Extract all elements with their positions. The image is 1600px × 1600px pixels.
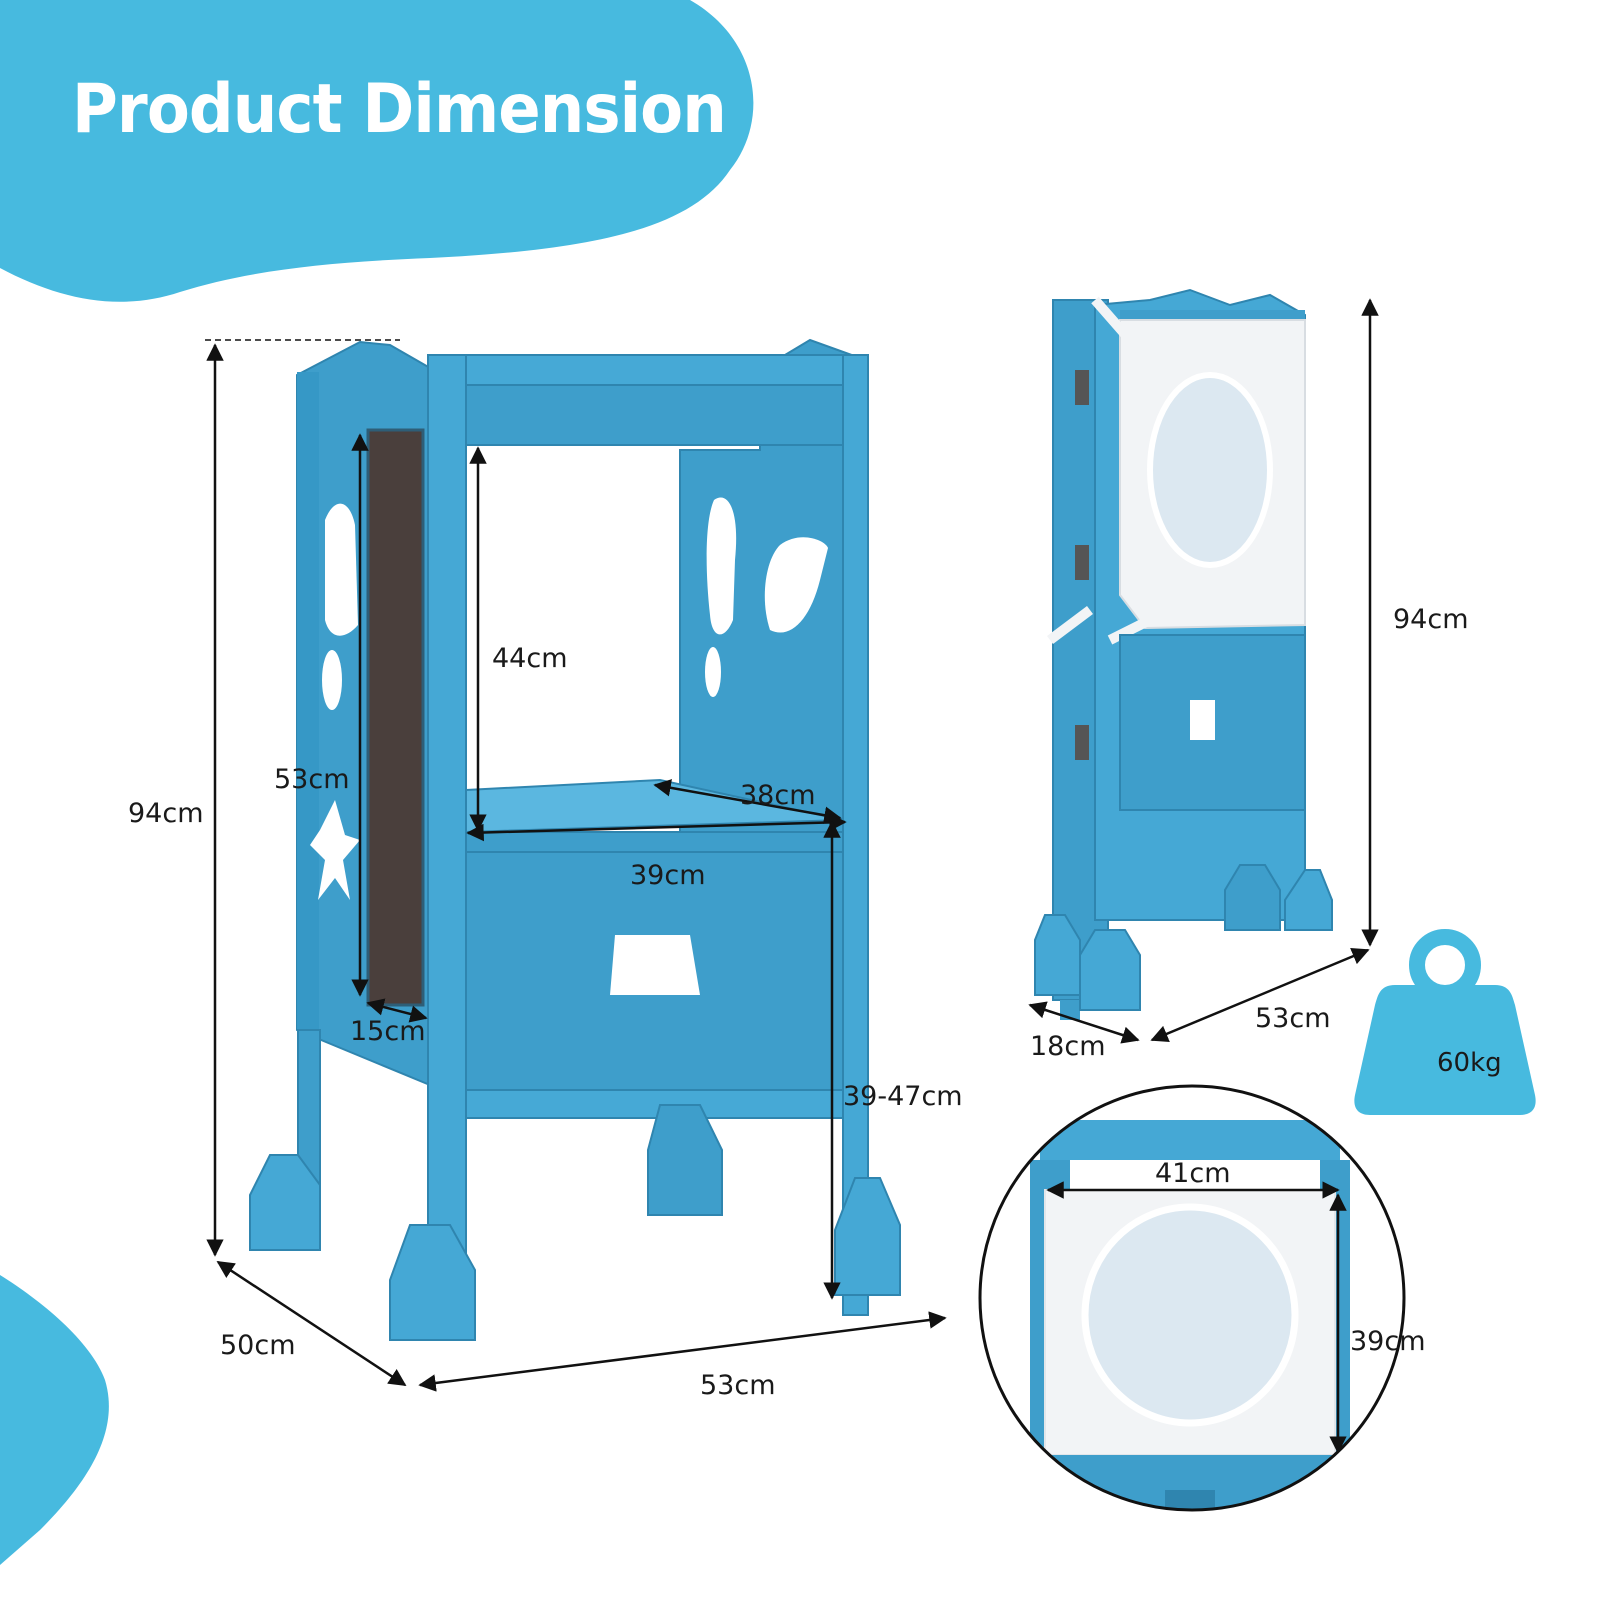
folded-height-label: 94cm [1393, 604, 1469, 635]
net-detail [978, 1084, 1406, 1512]
weight-icon [1354, 929, 1536, 1115]
net-width-label: 41cm [1155, 1158, 1231, 1189]
platform-width-label: 39cm [630, 860, 706, 891]
folded-tower [1034, 288, 1333, 1020]
weight-capacity-label: 60kg [1437, 1048, 1502, 1078]
page-title: Product Dimension [72, 70, 727, 149]
opening-height-label: 44cm [492, 643, 568, 674]
chalkboard-width-label: 15cm [350, 1016, 426, 1047]
net-height-label: 39cm [1350, 1326, 1426, 1357]
depth-label: 50cm [220, 1330, 296, 1361]
dimension-lines [205, 298, 1379, 1454]
main-height-label: 94cm [128, 798, 204, 829]
corner-blob [0, 1275, 109, 1565]
platform-height-label: 39-47cm [843, 1081, 963, 1112]
folded-width-label: 53cm [1255, 1003, 1331, 1034]
platform-depth-label: 38cm [740, 780, 816, 811]
folded-thickness-label: 18cm [1030, 1031, 1106, 1062]
panel-height-label: 53cm [274, 764, 350, 795]
header-blob [0, 0, 754, 302]
width-label: 53cm [700, 1370, 776, 1401]
main-tower [249, 338, 901, 1341]
